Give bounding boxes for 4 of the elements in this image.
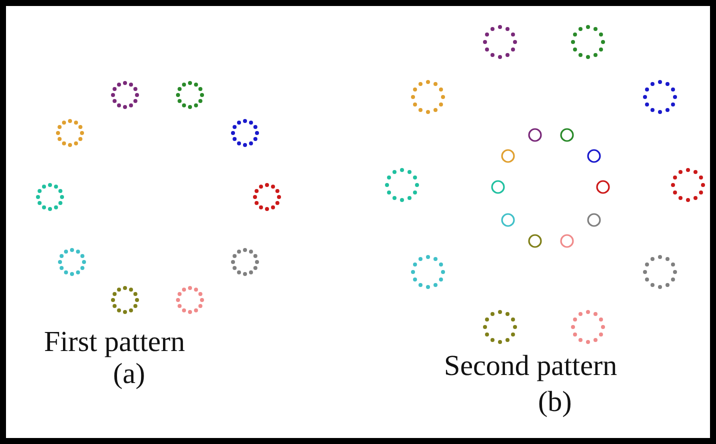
pattern-caption: First pattern bbox=[44, 328, 185, 357]
pattern-caption: Second pattern bbox=[444, 352, 618, 381]
panel-label: (a) bbox=[113, 360, 146, 389]
panel-label: (b) bbox=[538, 388, 572, 417]
